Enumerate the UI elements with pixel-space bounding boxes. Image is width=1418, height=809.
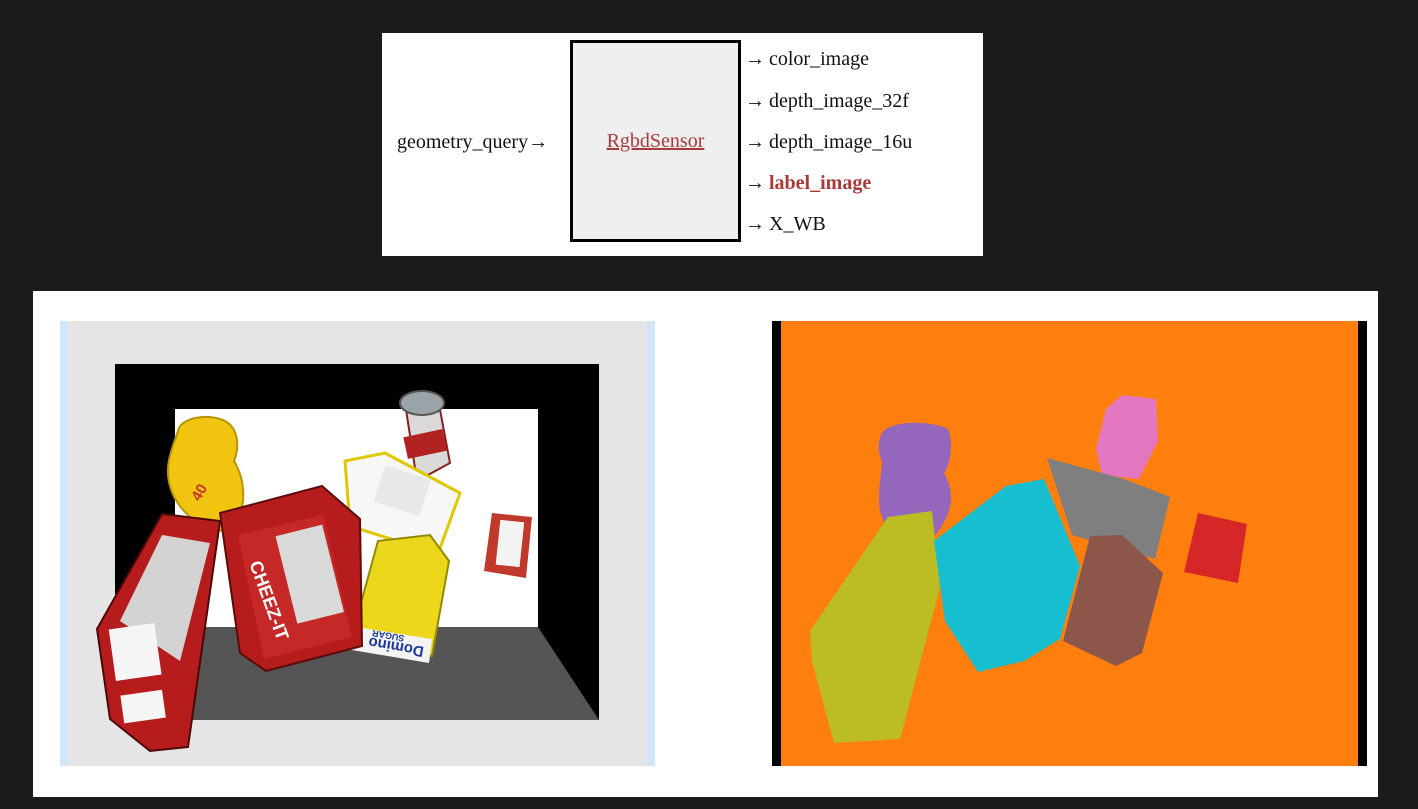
input-arrow-icon: → [528,131,549,153]
output-arrow-icon: → [745,131,765,153]
mustard-bottle: 40 [166,415,245,535]
soup-can [399,390,452,483]
color-image-render: 40 Domino SUGAR [60,321,655,766]
segment-jello-box [1047,458,1170,559]
output-port-depth-image-16u: →depth_image_16u [745,130,912,154]
segment-soup-can [1096,395,1158,479]
output-port-depth-image-32f: →depth_image_32f [745,89,909,113]
svg-text:40: 40 [188,481,211,504]
system-diagram: geometry_query→ RgbdSensor →color_image … [382,33,983,256]
image-panel: 40 Domino SUGAR [33,291,1378,797]
output-port-x-wb: →X_WB [745,212,826,236]
output-port-label: depth_image_32f [769,90,909,112]
output-port-color-image: →color_image [745,47,869,71]
output-port-label: color_image [769,48,869,70]
segment-mustard-bottle [878,422,952,539]
gelatin-box [484,513,532,578]
color-image-scene: 40 Domino SUGAR [60,321,655,766]
output-port-label-image: →label_image [745,171,871,195]
segment-cracker-box-left [810,511,940,743]
segment-gelatin-box [1184,513,1247,583]
segment-cracker-box-center [934,479,1080,672]
output-port-label: X_WB [769,213,826,235]
output-arrow-icon: → [745,90,765,112]
output-port-label: depth_image_16u [769,131,913,153]
output-arrow-icon: → [745,213,765,235]
label-image-scene [772,321,1367,766]
output-port-label-highlighted: label_image [769,172,872,194]
label-image-render [772,321,1367,766]
system-name-link[interactable]: RgbdSensor [606,129,705,152]
jello-box [343,451,462,556]
output-arrow-icon: → [745,172,765,194]
segment-sugar-box [1063,535,1163,666]
cracker-box-center: CHEEZ-IT [218,484,364,673]
cracker-box-left [95,512,222,753]
output-arrow-icon: → [745,48,765,70]
rgbd-sensor-block: RgbdSensor [570,40,741,242]
sugar-box: Domino SUGAR [346,533,451,663]
input-port-label: geometry_query [397,131,529,153]
input-port-geometry-query: geometry_query→ [397,130,548,154]
